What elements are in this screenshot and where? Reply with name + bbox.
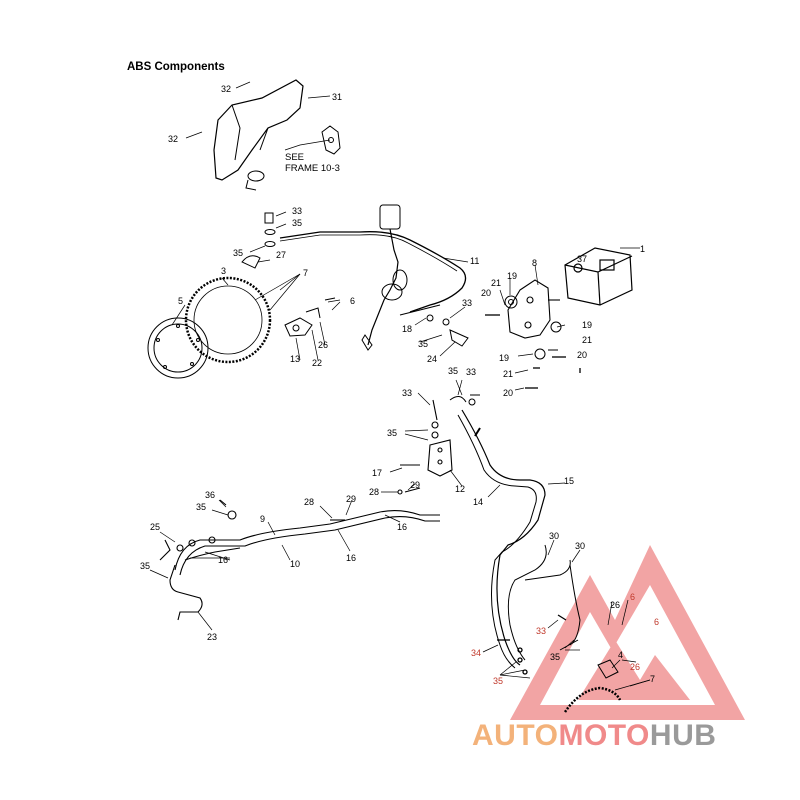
- watermark-part-auto: AUTO: [472, 719, 559, 752]
- diagram-title: ABS Components: [127, 61, 225, 73]
- callout-label: 21: [503, 369, 513, 379]
- callout-label: 6: [630, 592, 635, 602]
- callout-label: 32: [168, 134, 178, 144]
- brake-line-14: [461, 409, 546, 666]
- fittings-center: [399, 304, 469, 347]
- callout-label: 17: [372, 468, 382, 478]
- callout-label: 35: [448, 366, 458, 376]
- callout-label: 19: [507, 271, 517, 281]
- brake-line-30: [507, 544, 547, 661]
- callout-label: 34: [471, 648, 481, 658]
- callout-label: 4: [618, 650, 623, 660]
- callout-label: 21: [582, 335, 592, 345]
- bolts-20: [485, 314, 581, 389]
- callout-label: 33: [292, 206, 302, 216]
- callout-label: 18: [402, 324, 412, 334]
- callout-label: 26: [610, 600, 620, 610]
- callout-label: 6: [654, 617, 659, 627]
- callout-label: 12: [455, 484, 465, 494]
- watermark-logo-icon: [510, 545, 745, 720]
- callout-label: 7: [303, 268, 308, 278]
- callout-label: 5: [178, 296, 183, 306]
- callout-label: 10: [290, 559, 300, 569]
- callout-label: 6: [350, 296, 355, 306]
- valve-fittings: [449, 394, 480, 406]
- callout-label: 35: [292, 218, 302, 228]
- callout-label: 26: [318, 340, 328, 350]
- callout-label: 8: [532, 258, 537, 268]
- callout-label: 33: [402, 388, 412, 398]
- callout-label: 21: [491, 278, 501, 288]
- callout-label: 36: [205, 490, 215, 500]
- callout-label: 19: [582, 320, 592, 330]
- callout-label: 16: [397, 522, 407, 532]
- callout-label: 20: [503, 388, 513, 398]
- callout-label: 30: [549, 531, 559, 541]
- callout-label: 1: [640, 244, 645, 254]
- callout-label: 30: [575, 541, 585, 551]
- callout-label: 26: [630, 662, 640, 672]
- front-sensor: [284, 297, 336, 337]
- brake-line-11: [279, 231, 467, 313]
- callout-label: 11: [470, 256, 479, 266]
- callout-label: 16: [218, 555, 228, 565]
- callout-label: 24: [427, 354, 437, 364]
- see-note-line1: SEE: [285, 152, 305, 163]
- callout-label: 35: [550, 652, 560, 662]
- callout-label: 35: [233, 248, 243, 258]
- see-frame-note: SEE FRAME 10-3: [285, 152, 340, 174]
- modulator-unit: [564, 247, 633, 306]
- frame-clip: [321, 125, 341, 155]
- callout-label: 3: [221, 266, 226, 276]
- callout-label: 7: [650, 674, 655, 684]
- callout-label: 14: [473, 497, 483, 507]
- see-note-line2: FRAME 10-3: [285, 163, 340, 174]
- callout-label: 23: [207, 632, 217, 642]
- proportioning-valve: [400, 399, 453, 477]
- callout-label: 20: [577, 350, 587, 360]
- watermark-text: AUTOMOTOHUB: [472, 719, 716, 753]
- watermark-part-hub: HUB: [649, 719, 717, 752]
- fitting-27: [241, 255, 261, 269]
- callout-label: 25: [150, 522, 160, 532]
- callout-label: 33: [536, 626, 546, 636]
- brake-disc: [147, 317, 209, 379]
- rear-tone-ring: [559, 639, 622, 713]
- abs-shield: [213, 79, 304, 191]
- grommets: [504, 295, 562, 360]
- callout-label: 16: [346, 553, 356, 563]
- callout-label: 29: [410, 480, 420, 490]
- callout-label: 28: [304, 497, 314, 507]
- watermark-part-moto: MOTO: [558, 719, 650, 752]
- callout-label: 22: [312, 358, 322, 368]
- callout-label: 13: [290, 354, 300, 364]
- callout-label: 31: [332, 92, 342, 102]
- callout-label: 33: [466, 367, 476, 377]
- leader-lines: [149, 81, 651, 691]
- brake-line-15: [457, 414, 537, 669]
- callout-label: 35: [387, 428, 397, 438]
- callout-label: 35: [140, 561, 150, 571]
- callout-label: 29: [346, 494, 356, 504]
- callout-label: 9: [260, 514, 265, 524]
- callout-label: 35: [493, 676, 503, 686]
- callout-label: 28: [369, 487, 379, 497]
- bolts-bottom: [497, 614, 567, 675]
- tone-ring: [184, 276, 272, 364]
- callout-label: 20: [481, 288, 491, 298]
- callout-label: 33: [462, 298, 472, 308]
- callout-label: 15: [564, 476, 574, 486]
- wheel-sensor: [361, 204, 408, 351]
- callout-label: 37: [577, 254, 587, 264]
- callout-label: 19: [499, 353, 509, 363]
- callout-label: 27: [276, 250, 286, 260]
- callout-label: 35: [196, 502, 206, 512]
- callout-label: 35: [418, 339, 428, 349]
- callout-label: 32: [221, 84, 231, 94]
- mounting-bracket: [507, 279, 560, 339]
